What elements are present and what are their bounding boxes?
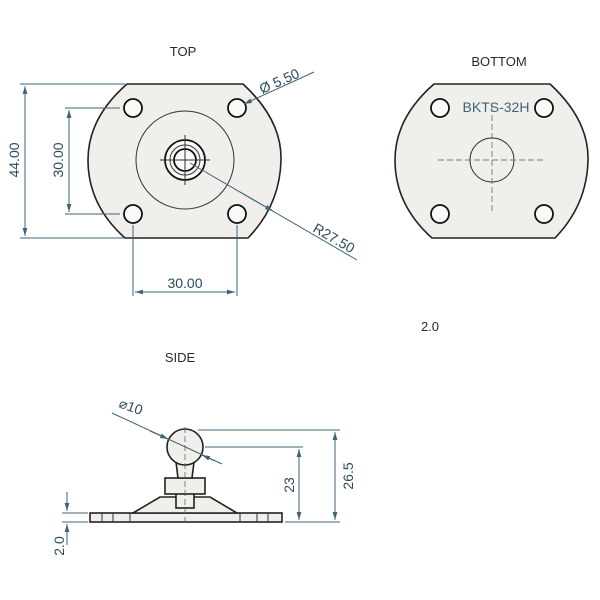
side-view: SIDE ⌀10 26.5 23 2.0 [51,350,356,556]
bottom-hole-tr [534,98,554,118]
dim-center-height: 23 [281,477,297,493]
leader-radius [189,162,358,261]
leader-hole-dia [243,71,315,105]
bottom-hole-br [534,204,554,224]
bottom-hole-tl [430,98,450,118]
bottom-view-label: BOTTOM [471,54,526,69]
side-view-label: SIDE [165,350,196,365]
bottom-plate-outline [394,83,589,239]
side-base-plate [89,512,283,523]
bottom-hole-bl [430,204,450,224]
bottom-view: BOTTOM BKTS-32H [394,54,589,239]
part-number: BKTS-32H [463,99,530,115]
dim-44: 44.00 [6,142,22,177]
dim-radius: R27.50 [311,220,358,257]
dim-total-height: 26.5 [340,462,356,489]
top-view-label: TOP [170,44,197,59]
dim-hole-dia: Ø 5.50 [257,65,302,97]
dim-plate-thickness: 2.0 [51,536,67,556]
top-view: TOP 44.00 30.00 30.00 Ø 5.50 R27.50 [6,44,358,296]
dim-30-vertical: 30.00 [50,142,66,177]
top-hole-br [227,204,247,224]
top-hole-tl [123,98,143,118]
dim-30-horizontal: 30.00 [167,275,202,291]
top-hole-bl [123,204,143,224]
scale-note: 2.0 [421,319,439,334]
dim-ball-dia: ⌀10 [117,395,145,418]
top-raised-boss [135,110,235,210]
top-hole-tr [227,98,247,118]
